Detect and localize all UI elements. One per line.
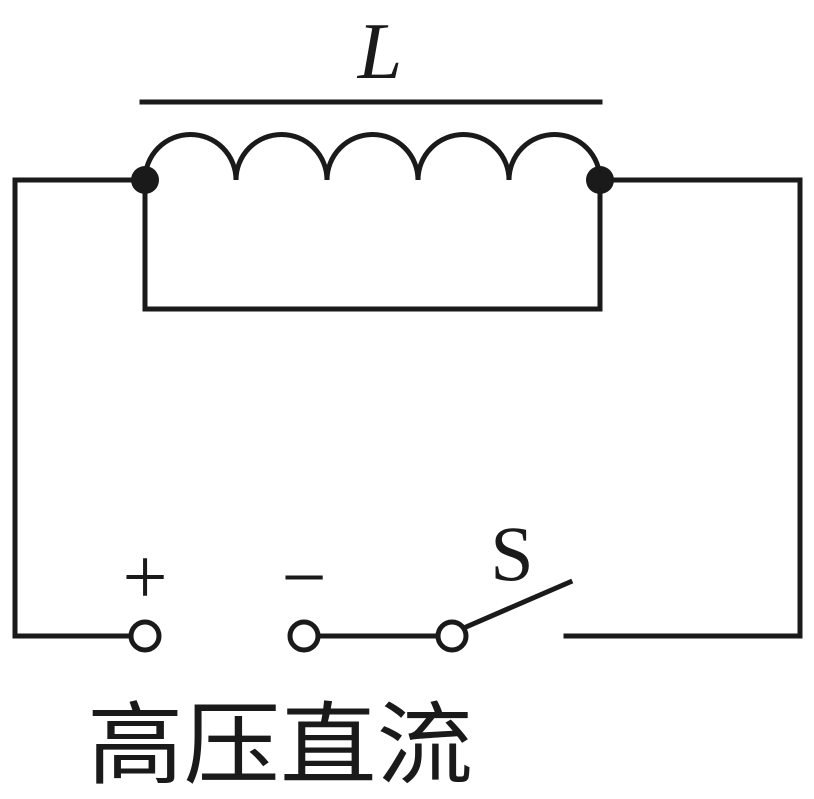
inductor-coil bbox=[142, 132, 603, 181]
minus-label: − bbox=[281, 534, 326, 622]
short-wire bbox=[142, 177, 603, 312]
plus-label: + bbox=[122, 534, 167, 622]
right-loop-wire bbox=[563, 177, 803, 639]
right-junction-dot bbox=[586, 166, 614, 194]
switch-pivot bbox=[435, 619, 469, 653]
source-caption: 高压直流 bbox=[87, 697, 473, 796]
switch-blade bbox=[462, 578, 574, 631]
positive-terminal bbox=[128, 619, 162, 653]
left-loop-wire bbox=[12, 177, 148, 639]
negative-terminal bbox=[287, 619, 321, 653]
switch-label: S bbox=[490, 510, 533, 597]
left-junction-dot bbox=[131, 166, 159, 194]
inductor-label: L bbox=[357, 8, 403, 96]
